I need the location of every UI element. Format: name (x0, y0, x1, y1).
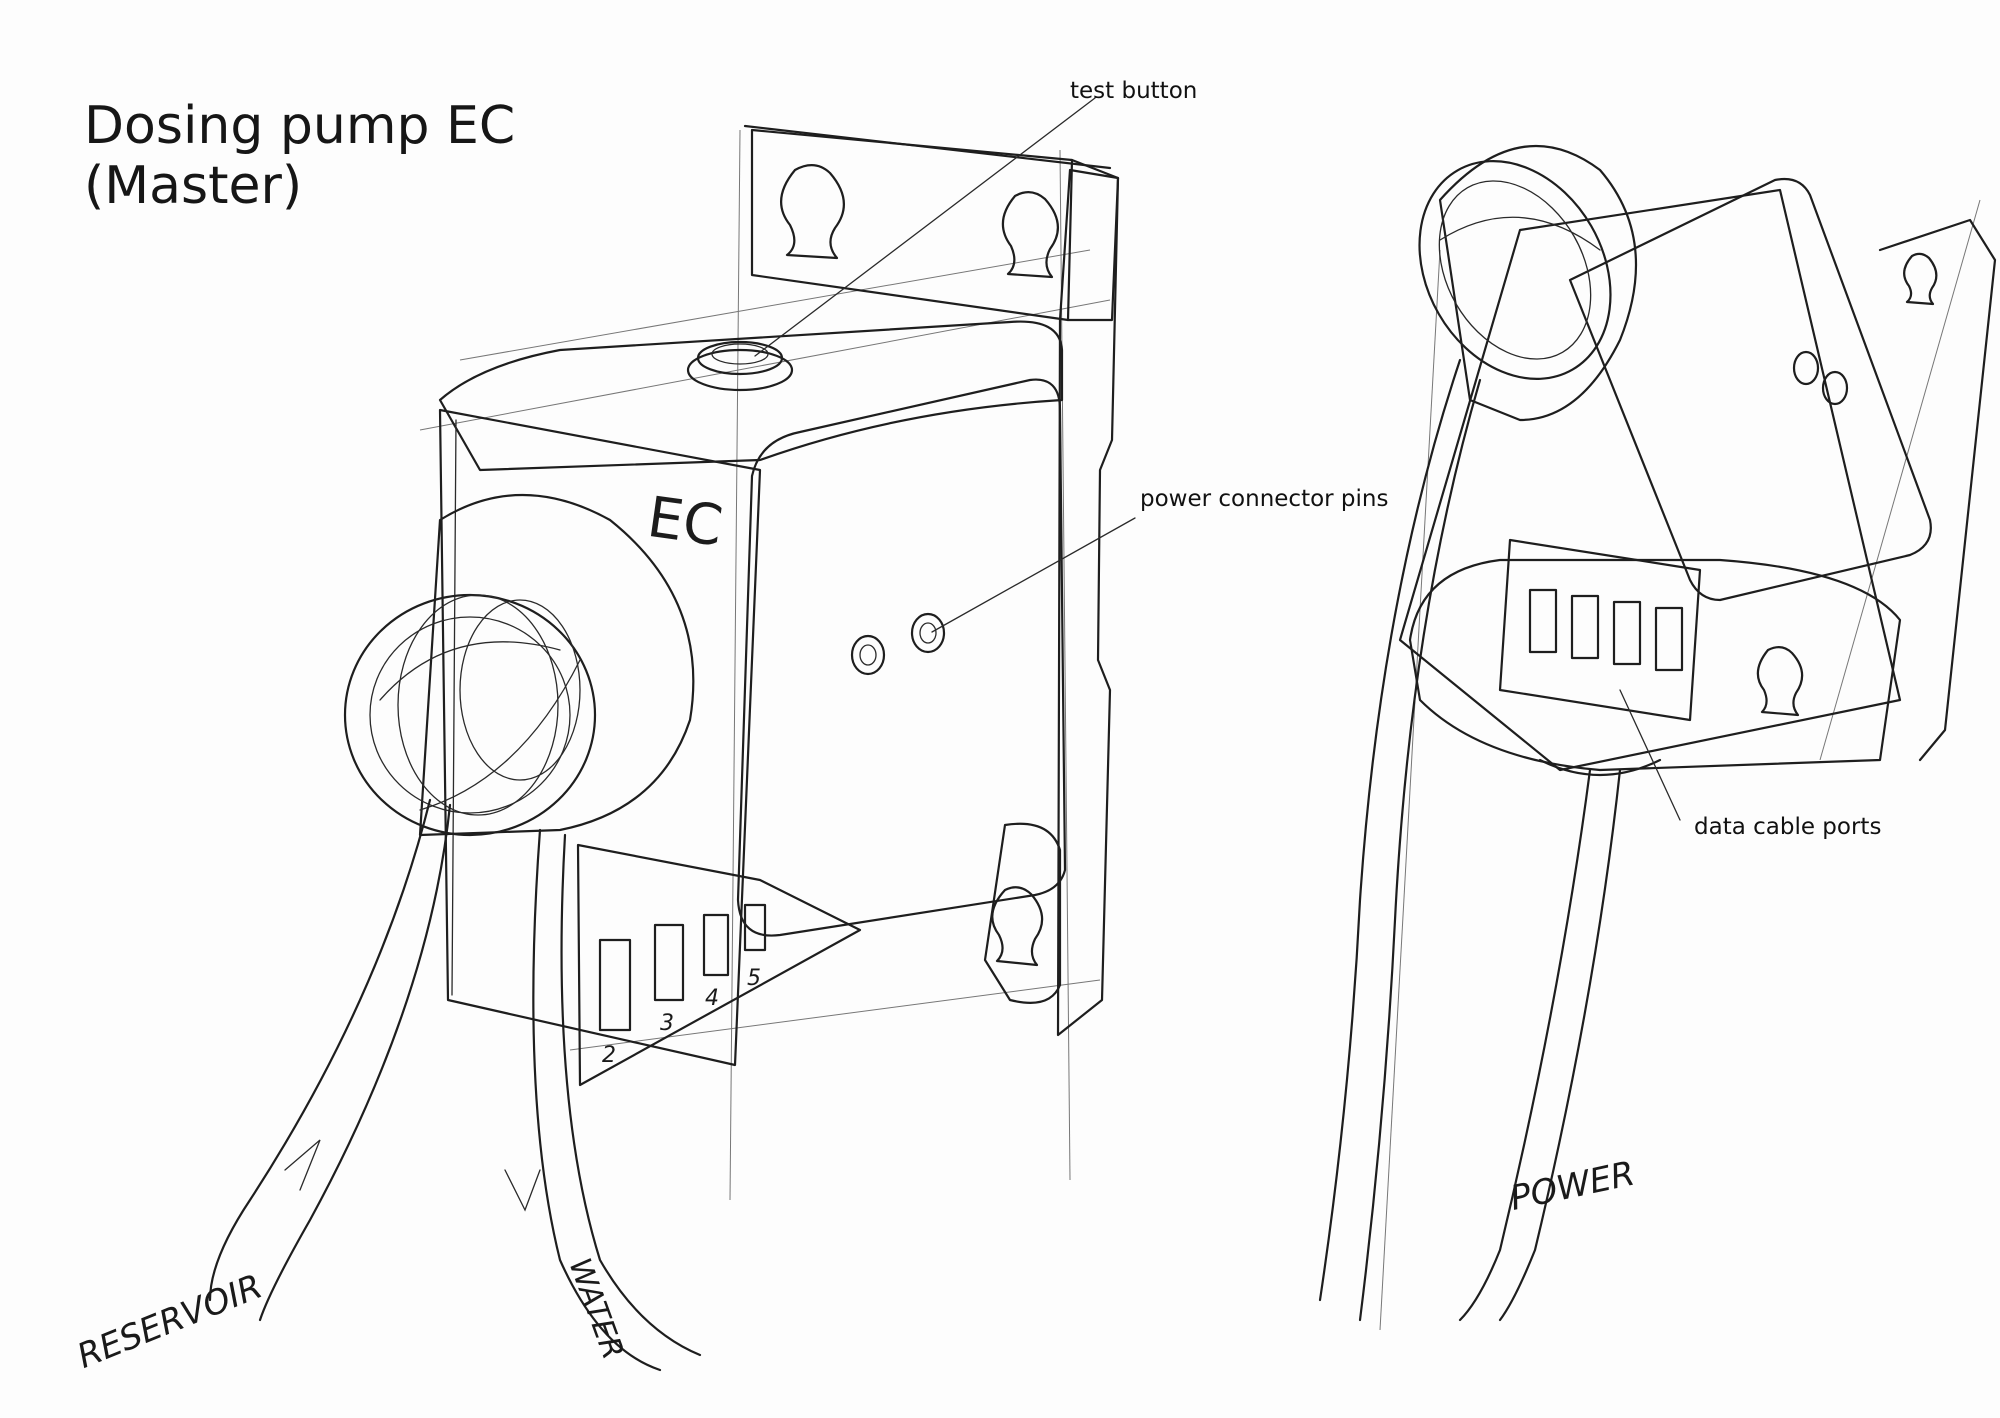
reservoir-label: RESERVOIR (72, 1267, 268, 1377)
keyhole-slot-5 (1903, 252, 1938, 306)
rear-pump-head-cap (1418, 144, 1638, 422)
housing-front-face (438, 408, 762, 1067)
pump-head-cap (343, 493, 695, 837)
tubes-rear (1318, 358, 1622, 1322)
test-button (686, 340, 794, 392)
keyhole-slot-4 (1756, 646, 1804, 717)
port-number-4: 4 (705, 986, 719, 1011)
keyhole-slot-1 (780, 164, 845, 260)
port-2 (598, 938, 632, 1032)
keyhole-slot-3 (991, 886, 1044, 967)
wall-bracket-side (1056, 168, 1120, 1037)
rear-pins (1792, 350, 1849, 406)
power-label: POWER (1507, 1154, 1639, 1219)
housing-top-face (438, 320, 1064, 472)
port-3 (653, 923, 685, 1002)
power-connector-pins (850, 612, 946, 676)
housing-side-panel (736, 378, 1067, 937)
port-4 (702, 913, 730, 977)
callout-leaders (754, 97, 1681, 821)
data-port-panel (576, 843, 862, 1087)
wall-bracket-bottom (983, 822, 1062, 1004)
rear-housing-body (1398, 188, 1902, 772)
callout-data-cable-ports: data cable ports (1694, 814, 1882, 840)
port-5 (743, 903, 767, 952)
port-number-5: 5 (747, 966, 761, 991)
keyhole-slot-2 (1001, 191, 1059, 279)
callout-test-button: test button (1070, 78, 1198, 104)
data-cable-ports-front (598, 903, 767, 1032)
page-title: Dosing pump EC (Master) (84, 96, 515, 216)
power-grommet (1538, 758, 1662, 777)
rear-bottom-panel (1408, 558, 1902, 772)
water-label: WATER (562, 1254, 631, 1364)
title-line-1: Dosing pump EC (84, 96, 516, 156)
port-number-3: 3 (660, 1011, 674, 1036)
wall-bracket-top (743, 124, 1120, 322)
rear-port-panel (1498, 538, 1702, 722)
front-view: 2 3 4 5 EC (72, 124, 1120, 1377)
data-cable-ports-rear (1528, 588, 1684, 672)
rear-view: POWER (1318, 144, 1997, 1331)
ec-housing-label: EC (644, 485, 727, 560)
port-number-2: 2 (602, 1043, 616, 1068)
title-line-2: (Master) (84, 156, 303, 216)
tubes-front (208, 798, 702, 1372)
callout-power-connector-pins: power connector pins (1140, 486, 1389, 512)
rear-bracket-plate (1568, 177, 1932, 602)
